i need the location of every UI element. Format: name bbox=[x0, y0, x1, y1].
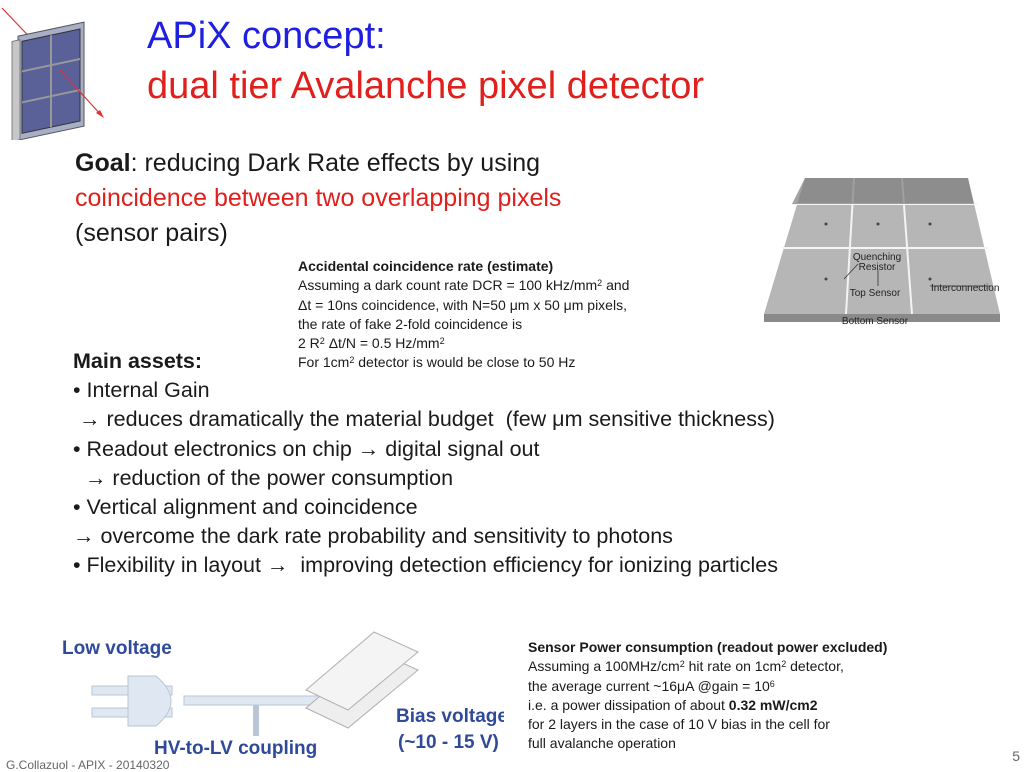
accidental-heading: Accidental coincidence rate (estimate) bbox=[298, 258, 554, 274]
assets-item: • Vertical alignment and coincidence bbox=[73, 495, 418, 520]
accidental-line2: Δt = 10ns coincidence, with N=50 μm x 50… bbox=[298, 296, 627, 313]
assets-item: → reduction of the power consumption bbox=[73, 465, 454, 490]
label-resistor: Resistor bbox=[859, 262, 896, 273]
assets-item: • Flexibility in layout → improving dete… bbox=[73, 553, 778, 578]
label-bias-range: (~10 - 15 V) bbox=[398, 732, 499, 753]
footer-text: G.Collazuol - APIX - 20140320 bbox=[6, 758, 170, 772]
sensor-pair-diagram: Quenching Resistor Top Sensor Interconne… bbox=[764, 177, 1000, 327]
detector-stack-image bbox=[1, 7, 104, 140]
goal-highlight: coincidence between two overlapping pixe… bbox=[75, 184, 562, 212]
goal-statement: Goal: reducing Dark Rate effects by usin… bbox=[75, 146, 655, 251]
power-line5: full avalanche operation bbox=[528, 735, 676, 752]
assets-item: → overcome the dark rate probability and… bbox=[73, 524, 673, 549]
power-consumption-block: Sensor Power consumption (readout power … bbox=[528, 638, 948, 754]
goal-text: : reducing Dark Rate effects by using bbox=[130, 149, 541, 177]
main-assets-list: Main assets: • Internal Gain → reduces d… bbox=[73, 347, 873, 581]
assets-item: • Internal Gain bbox=[73, 378, 210, 403]
power-line3: i.e. a power dissipation of about 0.32 m… bbox=[528, 696, 818, 713]
goal-label: Goal bbox=[75, 149, 131, 177]
label-bias-voltage: Bias voltage bbox=[396, 706, 504, 727]
hv-lv-coupling-diagram: Low voltage Bias voltage (~10 - 15 V) HV… bbox=[62, 631, 504, 759]
accidental-line3: the rate of fake 2-fold coincidence is bbox=[298, 315, 523, 332]
goal-tail: (sensor pairs) bbox=[75, 219, 228, 247]
label-bottom-sensor: Bottom Sensor bbox=[842, 316, 909, 327]
label-low-voltage: Low voltage bbox=[62, 638, 172, 659]
slide-title-line2: dual tier Avalanche pixel detector bbox=[147, 65, 704, 107]
slide-title-line1: APiX concept: bbox=[147, 15, 386, 57]
label-quenching: Quenching bbox=[853, 252, 901, 263]
accidental-line1: Assuming a dark count rate DCR = 100 kHz… bbox=[298, 277, 630, 294]
assets-item: • Readout electronics on chip → digital … bbox=[73, 436, 540, 461]
assets-item: → reduces dramatically the material budg… bbox=[73, 407, 775, 432]
page-number: 5 bbox=[1012, 748, 1020, 764]
accidental-line4: 2 R2 Δt/N = 0.5 Hz/mm2 bbox=[298, 335, 445, 352]
power-heading: Sensor Power consumption (readout power … bbox=[528, 639, 888, 655]
power-line1: Assuming a 100MHz/cm2 hit rate on 1cm2 d… bbox=[528, 658, 844, 675]
accidental-line5: For 1cm2 detector is would be close to 5… bbox=[298, 354, 576, 371]
assets-heading: Main assets: bbox=[73, 349, 203, 373]
accidental-rate-block: Accidental coincidence rate (estimate) A… bbox=[298, 257, 698, 373]
label-top-sensor: Top Sensor bbox=[850, 288, 901, 299]
label-hv-lv-coupling: HV-to-LV coupling bbox=[154, 738, 317, 759]
label-interconnection: Interconnection bbox=[931, 283, 999, 294]
power-line2: the average current ~16μA @gain = 106 bbox=[528, 677, 775, 694]
power-line4: for 2 layers in the case of 10 V bias in… bbox=[528, 716, 830, 733]
